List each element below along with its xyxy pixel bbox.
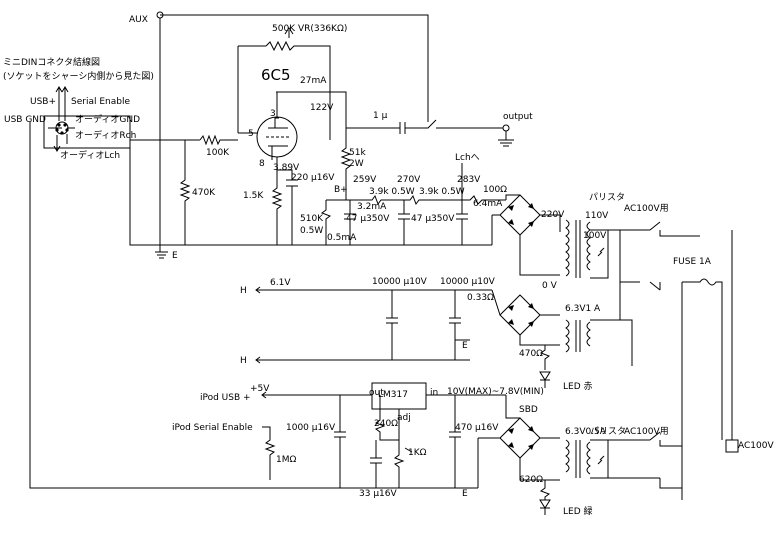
- load-resistor-power: 2W: [349, 159, 364, 169]
- connector-title: ミニDINコネクタ結線図: [3, 56, 100, 68]
- cathode-resistor-label: 1.5K: [243, 191, 264, 201]
- tube-type-label: 6C5: [261, 66, 291, 84]
- hv-supply: 220V 0 V 110V 100V パリスタ AC100V用 FUSE 1A …: [491, 192, 774, 500]
- usb-gnd-label: USB GND: [4, 115, 46, 125]
- heater-cap2-label: 10000 μ10V: [440, 277, 496, 287]
- usb-plus-label: USB+: [30, 97, 56, 107]
- lch-label: Lchへ: [455, 153, 480, 163]
- pot-label: 1KΩ: [408, 448, 427, 458]
- r1-label: 3.9k 0.5W: [369, 187, 415, 197]
- r-1m-label: 1MΩ: [276, 455, 296, 465]
- ipod-transformer-label: パリスタ: [590, 426, 626, 437]
- plate-current-label: 27mA: [300, 76, 327, 86]
- heater-top-label: H: [240, 286, 247, 296]
- reg-in-label: in: [430, 388, 438, 398]
- v61-label: 6.1V: [270, 278, 291, 288]
- cap-out-label: 1000 μ16V: [286, 423, 336, 433]
- mini-din-connector: ミニDINコネクタ結線図 (ソケットをシャーシ内側から見た図) USB+ Ser…: [3, 56, 154, 161]
- heater-r-label: 0.33Ω: [467, 293, 494, 303]
- connector-subtitle: (ソケットをシャーシ内側から見た図): [3, 70, 154, 82]
- ac-input-label: AC100V: [738, 441, 774, 451]
- ipod-led-label: LED 緑: [563, 505, 593, 517]
- heater-bottom-label: H: [240, 356, 247, 366]
- cap-adj-label: 33 μ16V: [359, 489, 397, 499]
- reg-label: LM317: [378, 390, 408, 400]
- bleeder-value: 510K: [300, 214, 324, 224]
- fuse-label: FUSE 1A: [673, 257, 712, 267]
- i2-label: 6.4mA: [473, 199, 503, 209]
- cap1-label: 47 μ350V: [346, 214, 390, 224]
- heater-led-r-label: 470Ω: [519, 349, 543, 359]
- heater-e-label: E: [462, 341, 468, 351]
- b-259v-label: 259V: [353, 175, 377, 185]
- ac100-label: AC100V用: [624, 203, 669, 214]
- heater-led-label: LED 赤: [563, 381, 593, 392]
- heater-supply: H H 6.1V 10000 μ10V 10000 μ10V 0.33Ω E 6…: [240, 277, 633, 392]
- heater-cap1-label: 10000 μ10V: [372, 277, 428, 287]
- ipod-serial-label: iPod Serial Enable: [172, 423, 253, 433]
- plate-voltage-label: 122V: [310, 103, 334, 113]
- grid-resistor-label: 100K: [206, 148, 230, 158]
- v5-label: +5V: [250, 384, 270, 394]
- ipod-led-r-label: 620Ω: [519, 475, 543, 485]
- grid-leak-label: 470K: [192, 188, 216, 198]
- bleeder-current: 0.5mA: [327, 233, 357, 243]
- lm317-regulator: [371, 382, 427, 410]
- audio-lch-label: オーディオLch: [60, 149, 120, 161]
- ground-e-label: E: [172, 251, 178, 261]
- ipod-tr-label: 6.3V0.5A: [565, 427, 607, 437]
- bplus-label: B+: [334, 185, 348, 195]
- v-in-label: 10V(MAX)~7.8V(MIN): [447, 387, 544, 397]
- bleeder-power: 0.5W: [300, 226, 323, 236]
- b-283v-label: 283V: [457, 175, 481, 185]
- cathode-cap-label: 220 μ16V: [291, 173, 335, 183]
- cathode-voltage-label: 3.89V: [273, 163, 300, 173]
- i1-label: 3.2mA: [357, 202, 387, 212]
- heater-tr-label: 6.3V1 A: [565, 304, 601, 314]
- r-240-label: 240Ω: [374, 419, 398, 429]
- tube-stage: AUX 500K VR(336KΩ) 6C5 27mA 122V 3 5 8 1…: [129, 11, 533, 261]
- r2-label: 3.9k 0.5W: [419, 187, 465, 197]
- b-270v-label: 270V: [397, 175, 421, 185]
- load-resistor-value: 51k: [349, 148, 366, 158]
- volume-label: 500K VR(336KΩ): [272, 24, 347, 34]
- reg-adj-label: adj: [397, 413, 411, 423]
- ipod-e-label: E: [462, 489, 468, 499]
- sbd-label: SBD: [519, 405, 538, 415]
- v100-label: 100V: [583, 231, 607, 241]
- ipod-supply: iPod USB + +5V iPod Serial Enable 1MΩ 10…: [29, 122, 682, 517]
- pin-3-label: 3: [270, 109, 276, 119]
- v110-label: 110V: [585, 211, 609, 221]
- coupling-cap-label: 1 μ: [373, 111, 388, 121]
- v220-label: 220V: [541, 210, 565, 220]
- output-terminal: [502, 124, 510, 132]
- output-label: output: [503, 112, 533, 122]
- aux-label: AUX: [129, 15, 148, 25]
- r-input-label: 100Ω: [483, 185, 507, 195]
- ipod-ac100-label: AC100V用: [624, 426, 669, 437]
- cap2-label: 47 μ350V: [411, 214, 455, 224]
- audio-rch-label: オーディオRch: [75, 129, 136, 141]
- reg-out-label: out: [369, 388, 384, 398]
- pin-5-label: 5: [248, 129, 254, 139]
- pin-8-label: 8: [259, 159, 265, 169]
- v0-label: 0 V: [542, 281, 558, 291]
- transformer-label: パリスタ: [589, 192, 625, 203]
- ipod-usb-label: iPod USB +: [200, 393, 251, 403]
- serial-enable-label: Serial Enable: [71, 97, 130, 107]
- cap-in-label: 470 μ16V: [455, 423, 499, 433]
